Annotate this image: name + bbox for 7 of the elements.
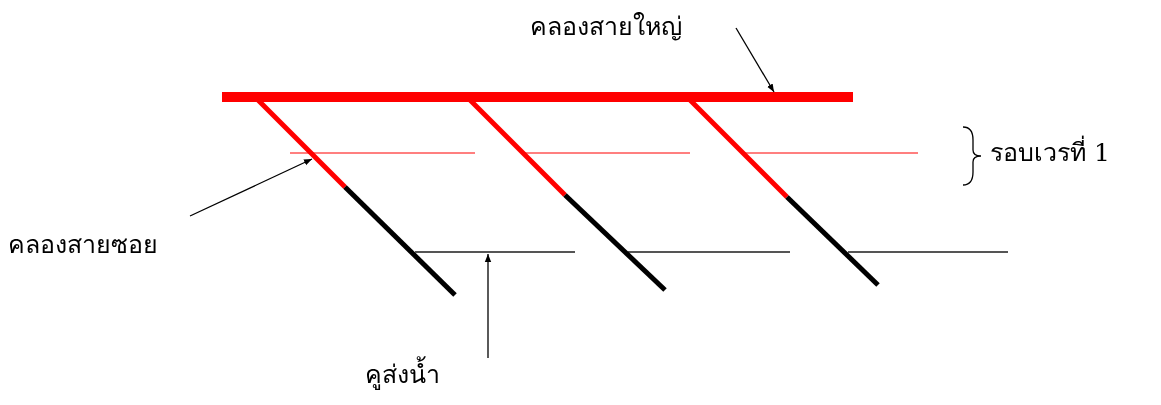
callout-text: คลองสายซอย xyxy=(8,230,158,260)
leader-line xyxy=(484,253,492,359)
main-canal-line xyxy=(222,92,853,102)
leader-line xyxy=(735,27,775,93)
callout-text: คลองสายใหญ่ xyxy=(530,12,682,42)
ditch-line xyxy=(414,251,576,253)
leader-line xyxy=(189,158,313,217)
